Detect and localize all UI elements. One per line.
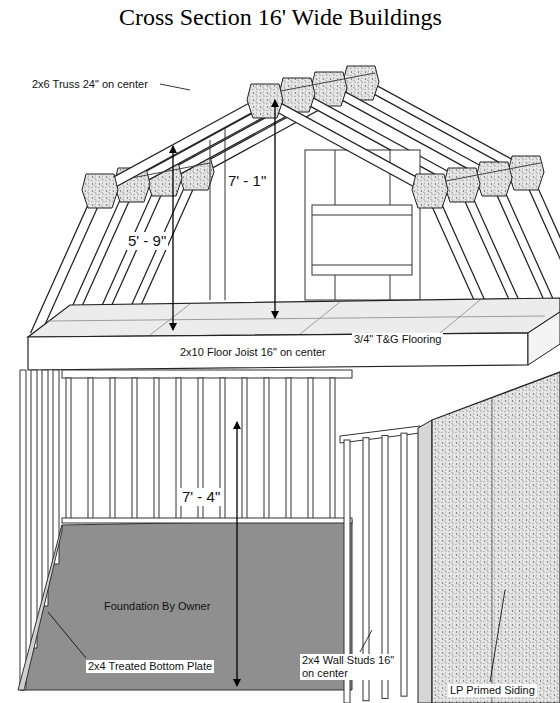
gusset-plate	[476, 162, 512, 196]
top-plate	[340, 426, 420, 443]
wall-stud	[286, 378, 291, 522]
wall-stud	[132, 378, 137, 522]
wall-stud	[242, 378, 247, 522]
gusset-plate	[412, 174, 448, 208]
truss-outline	[99, 88, 559, 323]
callout-label: 2x4 Wall Studs 16" on center	[300, 654, 400, 680]
wall-stud	[53, 370, 59, 564]
truss-member	[67, 94, 527, 329]
roof-line	[430, 163, 540, 184]
treated-bottom-plate	[18, 525, 62, 690]
callout-label: 2x4 Treated Bottom Plate	[86, 660, 214, 673]
wall-stud	[110, 378, 115, 522]
gusset-plate	[82, 174, 118, 208]
callout-label: 2x10 Floor Joist 16" on center	[180, 346, 326, 359]
dimension: 7' - 4"	[180, 488, 222, 506]
wall-stud	[330, 378, 335, 522]
dimension: 7' - 1"	[226, 172, 268, 190]
wall-stud	[401, 433, 407, 696]
wall-stud	[31, 370, 37, 648]
title: Cross Section 16' Wide Buildings	[119, 4, 442, 31]
gusset-plate	[508, 156, 544, 190]
gusset-plate	[247, 84, 283, 118]
wall-stud	[264, 378, 269, 522]
callout-label: Foundation By Owner	[104, 600, 210, 613]
wall-stud	[308, 378, 313, 522]
wall-stud	[88, 378, 93, 522]
truss-member	[99, 88, 559, 323]
dimension: 5' - 9"	[126, 232, 168, 250]
bottom-plate	[62, 518, 352, 523]
callout-label: LP Primed Siding	[448, 684, 537, 697]
wall-stud	[154, 378, 159, 522]
gusset-plate	[444, 168, 480, 202]
truss-outline	[67, 94, 527, 329]
wall-stud	[42, 370, 48, 606]
roof-line	[265, 73, 375, 94]
callout-label: 3/4" T&G Flooring	[352, 333, 443, 346]
callout-label: 2x6 Truss 24" on center	[30, 78, 150, 91]
top-plate	[62, 370, 352, 378]
wall-stud	[66, 378, 71, 522]
wall-stud	[20, 370, 26, 690]
